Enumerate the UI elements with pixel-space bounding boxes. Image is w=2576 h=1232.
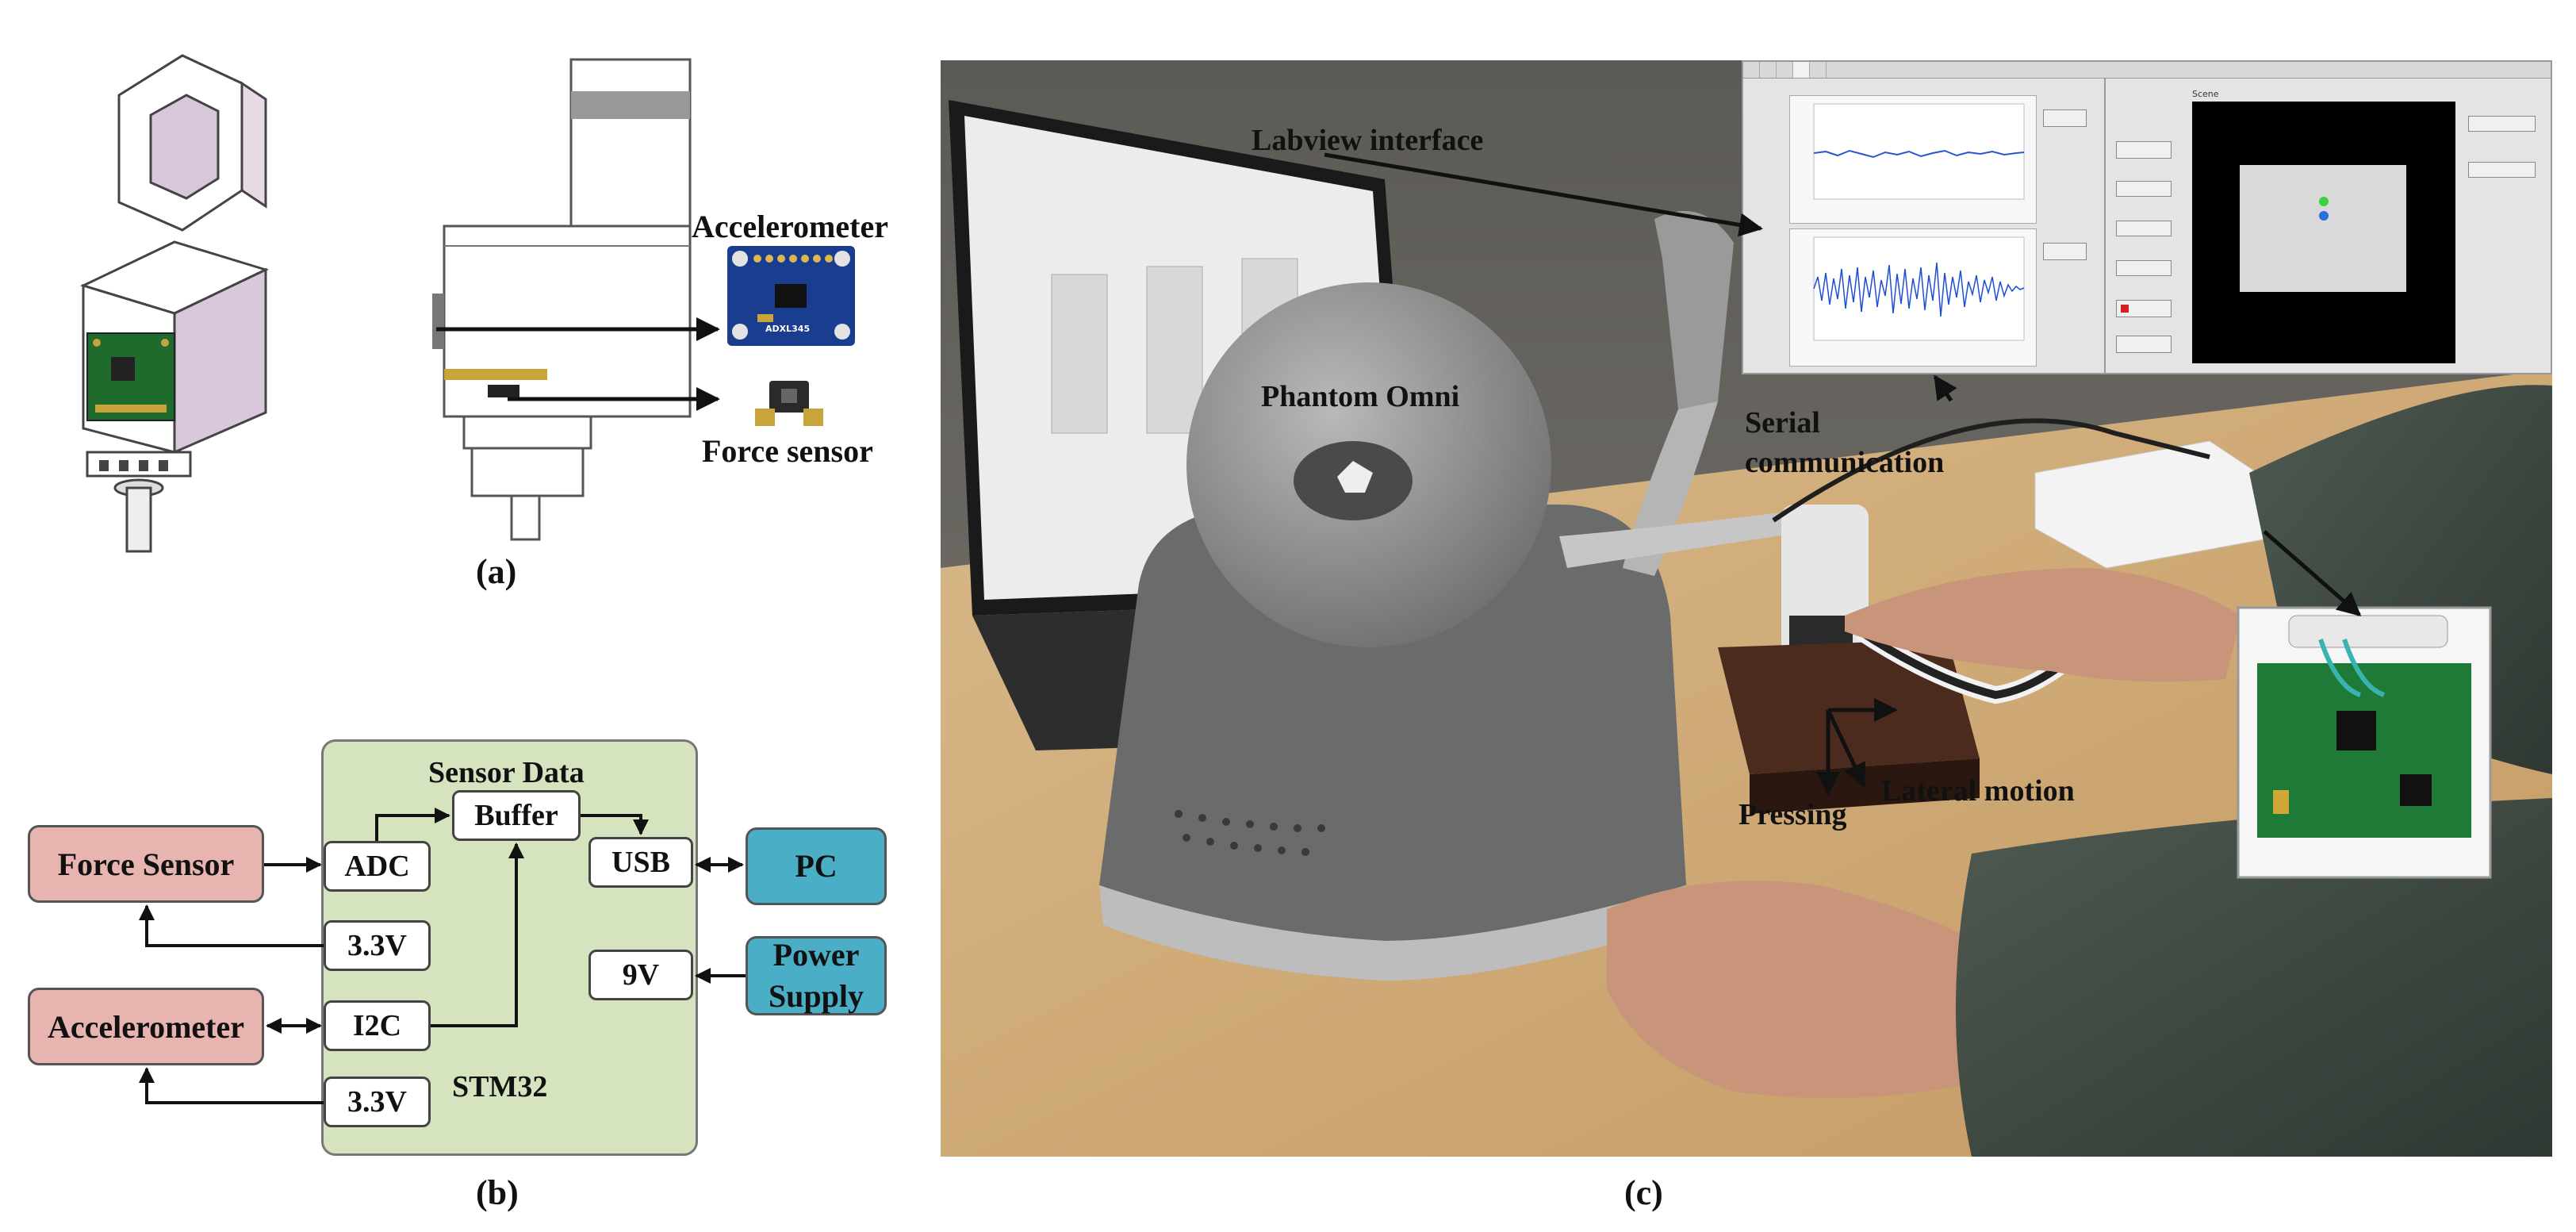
labview-field-3[interactable] [2116,260,2172,276]
labview-field-2[interactable] [2116,221,2172,236]
serial-label-line1: Serial [1745,406,1820,439]
voltage-9v-box: 9V [588,950,693,1000]
panel-b-caption: (b) [476,1173,519,1212]
stm32-label: STM32 [452,1070,548,1103]
labview-tab-5[interactable]: ​ [1810,62,1827,78]
scene-green-marker [2319,197,2329,206]
labview-shape-select[interactable] [2468,162,2536,178]
usb-box: USB [588,837,693,888]
labview-button-1[interactable] [2043,109,2087,127]
labview-display-select[interactable] [2468,116,2536,132]
labview-start-button[interactable] [2116,141,2172,159]
i2c-box: I2C [324,1000,431,1051]
adc-box: ADC [324,841,431,892]
acceleration-chart [1789,228,2037,367]
acceleration-chart-plot [1813,236,2025,341]
panel-c-caption: (c) [1624,1173,1663,1212]
force-sensor-box: Force Sensor [28,825,264,903]
voltage-3v3-top-box: 3.3V [324,920,431,971]
panel-a-caption: (a) [476,552,517,591]
scene-plane [2240,165,2406,292]
panel-b: Sensor Data STM32 Force Sensor Accelerom… [0,714,920,1232]
voltage-3v3-bottom-box: 3.3V [324,1077,431,1127]
accelerometer-box: Accelerometer [28,988,264,1065]
panel-a: ADXL345 Accelerometer Force sensor (a) [0,0,920,611]
accelerometer-chip-text: ADXL345 [765,324,811,334]
buffer-box: Buffer [452,790,581,841]
sensor-data-label: Sensor Data [428,756,585,789]
power-supply-line1: Power [772,937,860,973]
force-sensor-image [755,381,823,426]
labview-interface-label: Labview interface [1252,124,1484,157]
power-supply-line2: Supply [768,978,864,1014]
labview-divider [2104,78,2106,373]
labview-button-3[interactable] [2116,336,2172,353]
scene-blue-marker [2319,211,2329,221]
phantom-omni-label: Phantom Omni [1261,380,1460,413]
serial-label-line2: communication [1745,446,1945,479]
accelerometer-board-image [727,246,855,346]
experiment-photo [941,60,2552,1157]
lateral-motion-label: Lateral motion [1881,774,2075,808]
panel-b-connections [139,808,746,1104]
labview-tab-1[interactable]: ​ [1743,62,1760,78]
labview-tab-4[interactable]: ​ [1793,62,1810,78]
serial-communication-label: Serial communication [1745,403,1944,482]
force-chart-plot [1813,103,2025,200]
scene-view [2192,102,2455,363]
labview-button-2[interactable] [2043,243,2087,260]
device-3d-drawing [79,54,270,553]
force-chart [1789,95,2037,224]
pressing-label: Pressing [1738,798,1847,831]
labview-tab-3[interactable]: ​ [1777,62,1793,78]
labview-interface-inset: ​ ​ ​ ​ ​ Scene [1742,60,2552,374]
labview-tab-2[interactable]: ​ [1760,62,1777,78]
labview-stop-button[interactable] [2116,300,2172,317]
labview-stop-indicator [2121,305,2129,313]
device-side-drawing [432,58,692,541]
force-sensor-label: Force sensor [702,433,873,469]
power-supply-box: Power Supply [746,936,887,1015]
labview-field-1[interactable] [2116,181,2172,197]
pc-box: PC [746,827,887,905]
scene-label: Scene [2192,89,2219,99]
accelerometer-label: Accelerometer [692,209,888,244]
labview-tab-bar: ​ ​ ​ ​ ​ [1743,62,2551,79]
panel-a-arrows [436,317,720,411]
